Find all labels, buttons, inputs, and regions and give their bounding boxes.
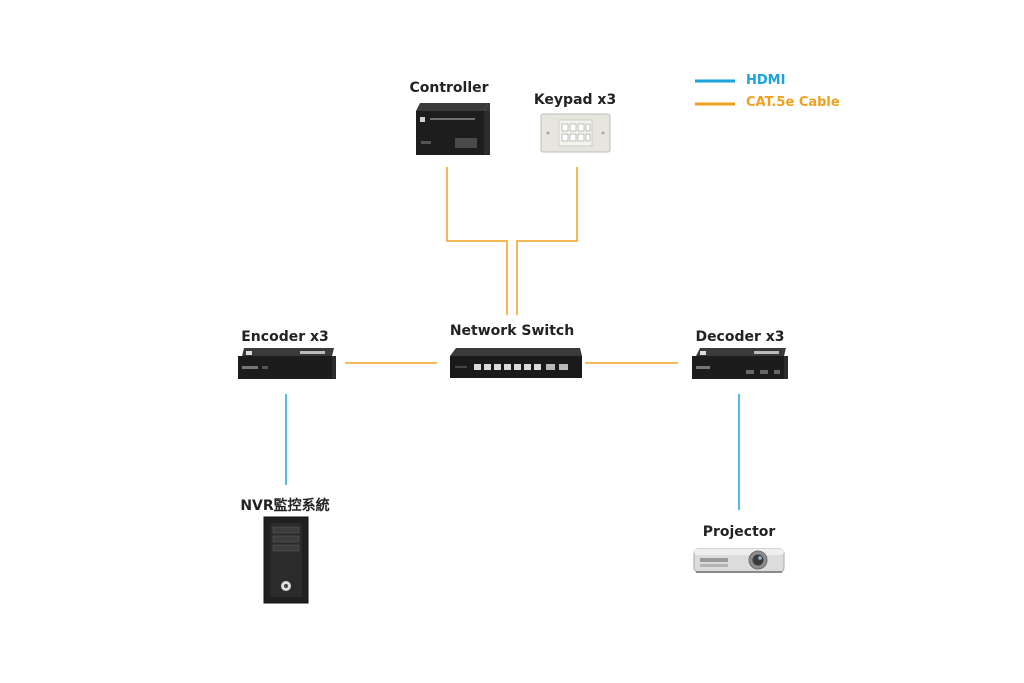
- controller-device-icon: [416, 103, 490, 155]
- cable-controller-to-switch: [446, 167, 508, 315]
- keypad-label: Keypad x3: [533, 92, 617, 108]
- keypad-panel-icon: [540, 113, 611, 153]
- network-switch-label: Network Switch: [449, 323, 575, 339]
- encoder-label: Encoder x3: [241, 329, 329, 345]
- projector-icon: [693, 548, 785, 573]
- controller-label: Controller: [409, 80, 489, 96]
- nvr-label: NVR監控系統: [240, 498, 330, 514]
- pc-tower-icon: [263, 516, 309, 604]
- network-switch-icon: [450, 348, 582, 378]
- legend-cat-label: CAT.5e Cable: [746, 95, 840, 110]
- legend-hdmi-label: HDMI: [746, 73, 786, 88]
- encoder-device-icon: [238, 348, 336, 379]
- decoder-label: Decoder x3: [695, 329, 785, 345]
- projector-label: Projector: [702, 524, 776, 540]
- cable-keypad-to-switch: [516, 167, 578, 315]
- decoder-device-icon: [692, 348, 788, 379]
